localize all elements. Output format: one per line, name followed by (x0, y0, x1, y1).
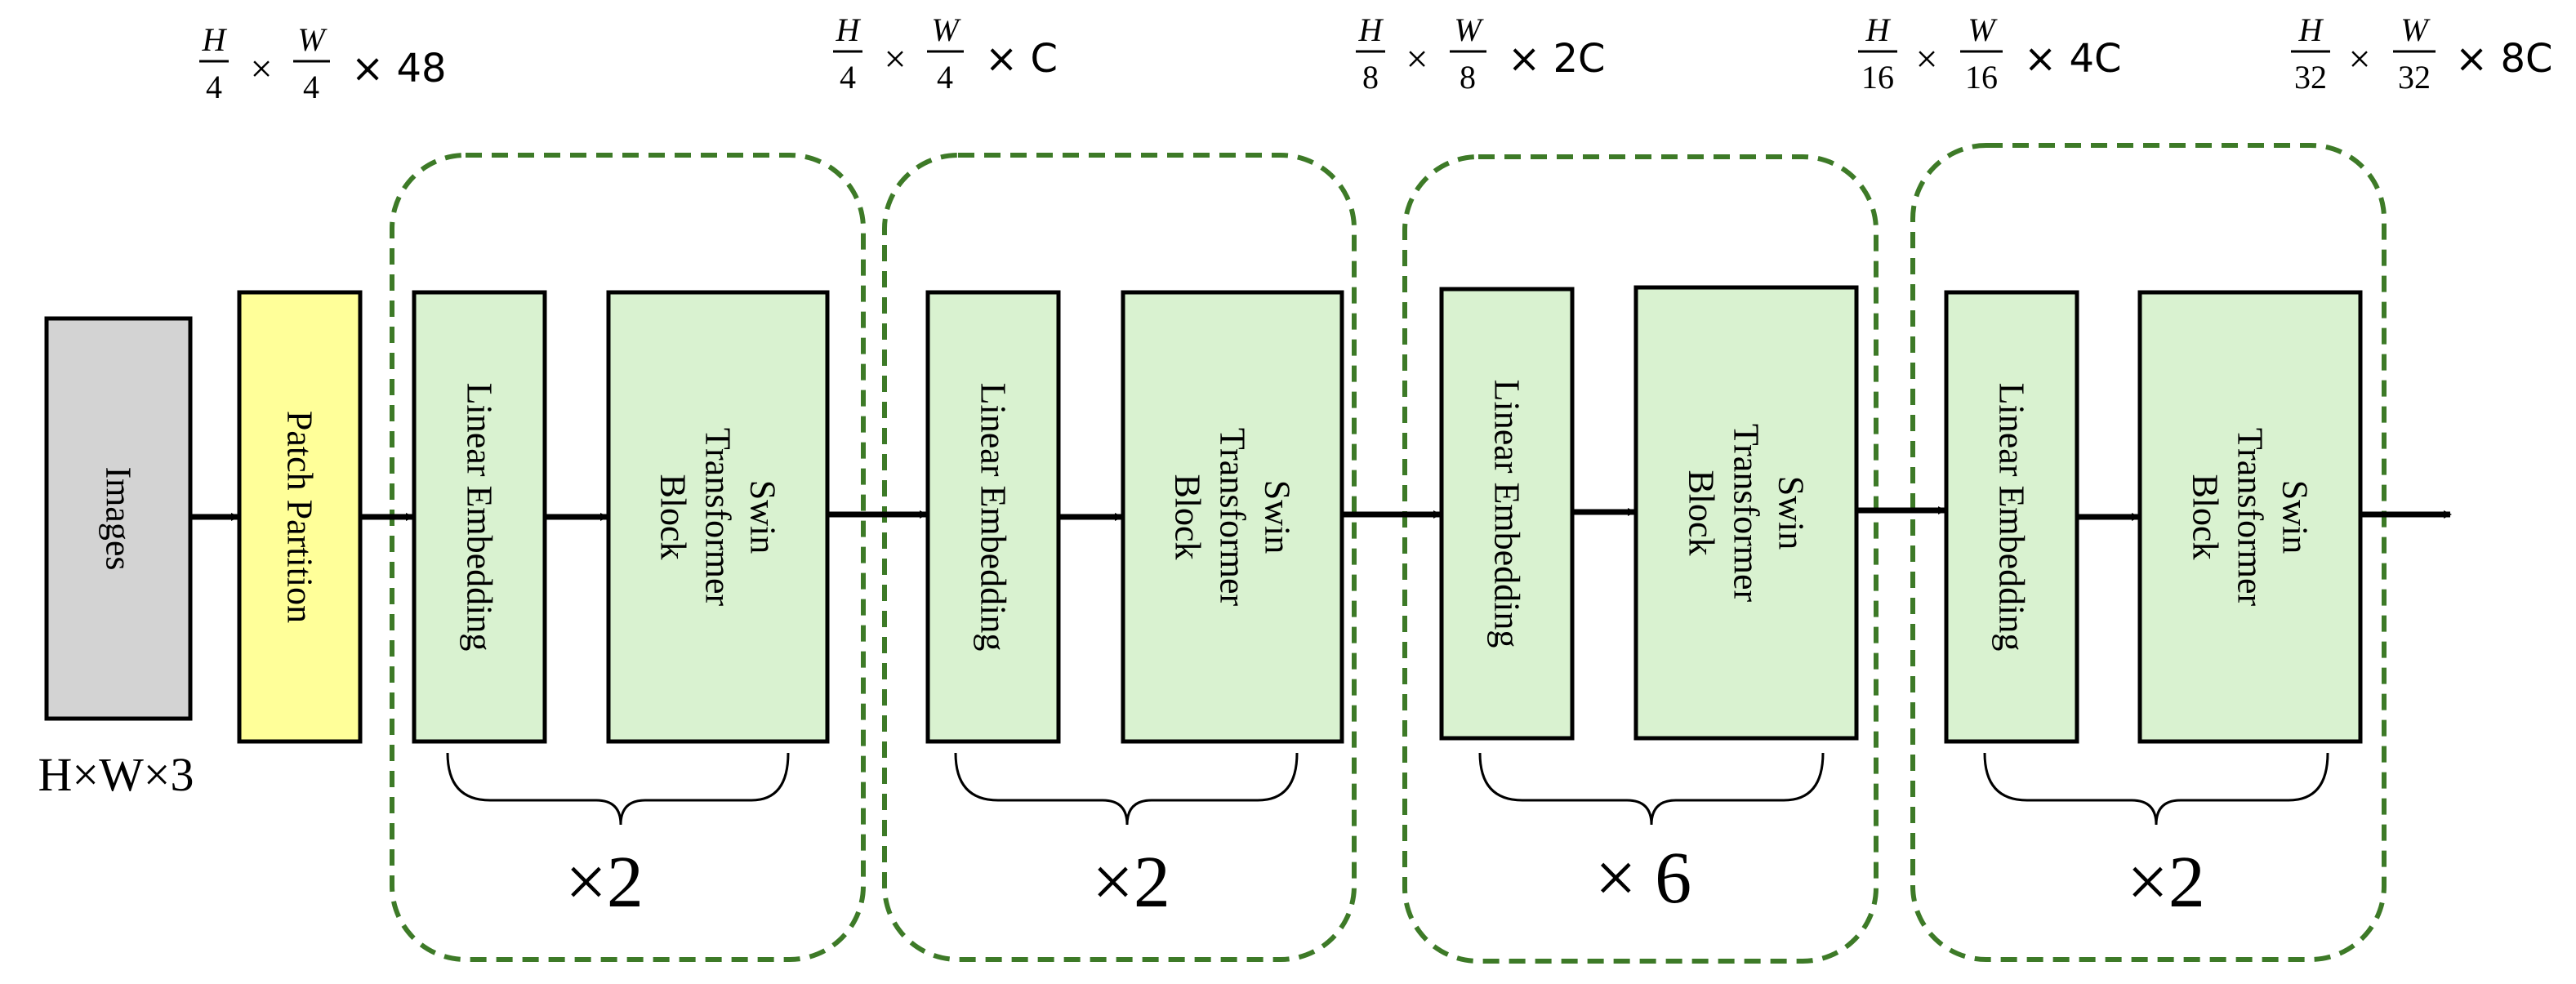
dim-num-h: H (1358, 11, 1384, 48)
dim-den-w: 16 (1965, 59, 1998, 96)
stage-2-container (882, 153, 1357, 962)
dim-times: × (1915, 38, 1937, 81)
dim-channels: × 4C (2024, 36, 2122, 82)
dim-num-w: W (2400, 11, 2431, 48)
dim-num-h: H (836, 11, 862, 48)
dim-channels: × 8C (2455, 36, 2553, 82)
swin-label-line: Transformer (1727, 424, 1767, 603)
input-size-label: H×W×3 (38, 748, 194, 801)
linear-embedding-box (925, 290, 1061, 744)
dim-times: × (250, 47, 272, 91)
repeat-count: × 6 (1595, 838, 1691, 919)
dim-den-w: 8 (1460, 59, 1476, 96)
repeat-count: ×2 (1092, 842, 1170, 923)
swin-label-line: Transformer (698, 428, 738, 607)
swin-transformer-block-label: Swin Transformer Block (2186, 428, 2315, 607)
images-label: Images (99, 466, 139, 570)
swin-label-line: Block (2186, 474, 2226, 559)
swin-transformer-block-label: Swin Transformer Block (1168, 428, 1298, 607)
dim-den-h: 8 (1362, 59, 1379, 96)
patch-partition-label: Patch Partition (280, 411, 320, 623)
linear-embedding-box (1944, 290, 2079, 744)
dim-channels: × 2C (1508, 36, 1606, 82)
swin-label-line: Transformer (1213, 428, 1253, 607)
repeat-count: ×2 (2127, 842, 2205, 923)
dim-den-w: 4 (937, 59, 953, 96)
dim-label-stage-3: H 16 × W 16 × 4C (1858, 11, 2122, 96)
dim-den-w: 32 (2398, 59, 2431, 96)
dim-den-h: 32 (2294, 59, 2327, 96)
swin-label-line: Transformer (2231, 428, 2271, 607)
swin-label-line: Swin (1258, 480, 1298, 554)
dim-channels: × 48 (351, 46, 447, 91)
dim-label-stage-1: H 4 × W 4 × C (833, 11, 1058, 96)
linear-embedding-label: Linear Embedding (974, 383, 1014, 652)
linear-embedding-box (1439, 287, 1575, 741)
dim-times: × (2348, 38, 2370, 81)
swin-transformer-block-label: Swin Transformer Block (653, 428, 783, 607)
swin-label-line: Block (1168, 474, 1208, 559)
repeat-count: ×2 (565, 842, 644, 923)
linear-embedding-label: Linear Embedding (1992, 383, 2032, 652)
dim-times: × (884, 38, 906, 81)
linear-embedding-label: Linear Embedding (460, 383, 500, 652)
repeat-brace (954, 752, 1299, 826)
dim-label-stage-2: H 8 × W 8 × 2C (1356, 11, 1606, 96)
dim-den-w: 4 (303, 69, 319, 105)
linear-embedding-box (412, 290, 547, 744)
repeat-brace (1983, 752, 2329, 826)
dim-num-w: W (1968, 11, 1998, 48)
swin-label-line: Block (1682, 470, 1722, 555)
dim-times: × (1406, 38, 1428, 81)
stage-1-container (390, 153, 866, 962)
stage-4-container (1910, 143, 2387, 962)
linear-embedding-label: Linear Embedding (1487, 380, 1527, 648)
swin-transformer-block-box (1121, 290, 1344, 744)
dim-den-h: 4 (840, 59, 856, 96)
repeat-brace (1478, 752, 1825, 826)
dim-num-w: W (297, 21, 328, 58)
dim-num-h: H (1865, 11, 1892, 48)
swin-label-line: Swin (2275, 480, 2315, 554)
stage-3-container (1402, 154, 1879, 964)
swin-label-line: Swin (743, 480, 783, 554)
dim-den-h: 16 (1861, 59, 1894, 96)
dim-num-w: W (1454, 11, 1484, 48)
dim-den-h: 4 (206, 69, 222, 105)
swin-transformer-block-label: Swin Transformer Block (1682, 424, 1812, 603)
dim-label-stage-4: H 32 × W 32 × 8C (2291, 11, 2553, 96)
dim-num-w: W (931, 11, 961, 48)
dim-num-h: H (2298, 11, 2324, 48)
dim-channels: × C (985, 36, 1058, 82)
swin-transformer-block-box (1633, 285, 1859, 741)
dim-label-patch: H 4 × W 4 × 48 (199, 21, 447, 105)
dim-num-h: H (202, 21, 228, 58)
swin-label-line: Block (653, 474, 693, 559)
swin-label-line: Swin (1772, 476, 1812, 550)
repeat-brace (446, 752, 790, 826)
